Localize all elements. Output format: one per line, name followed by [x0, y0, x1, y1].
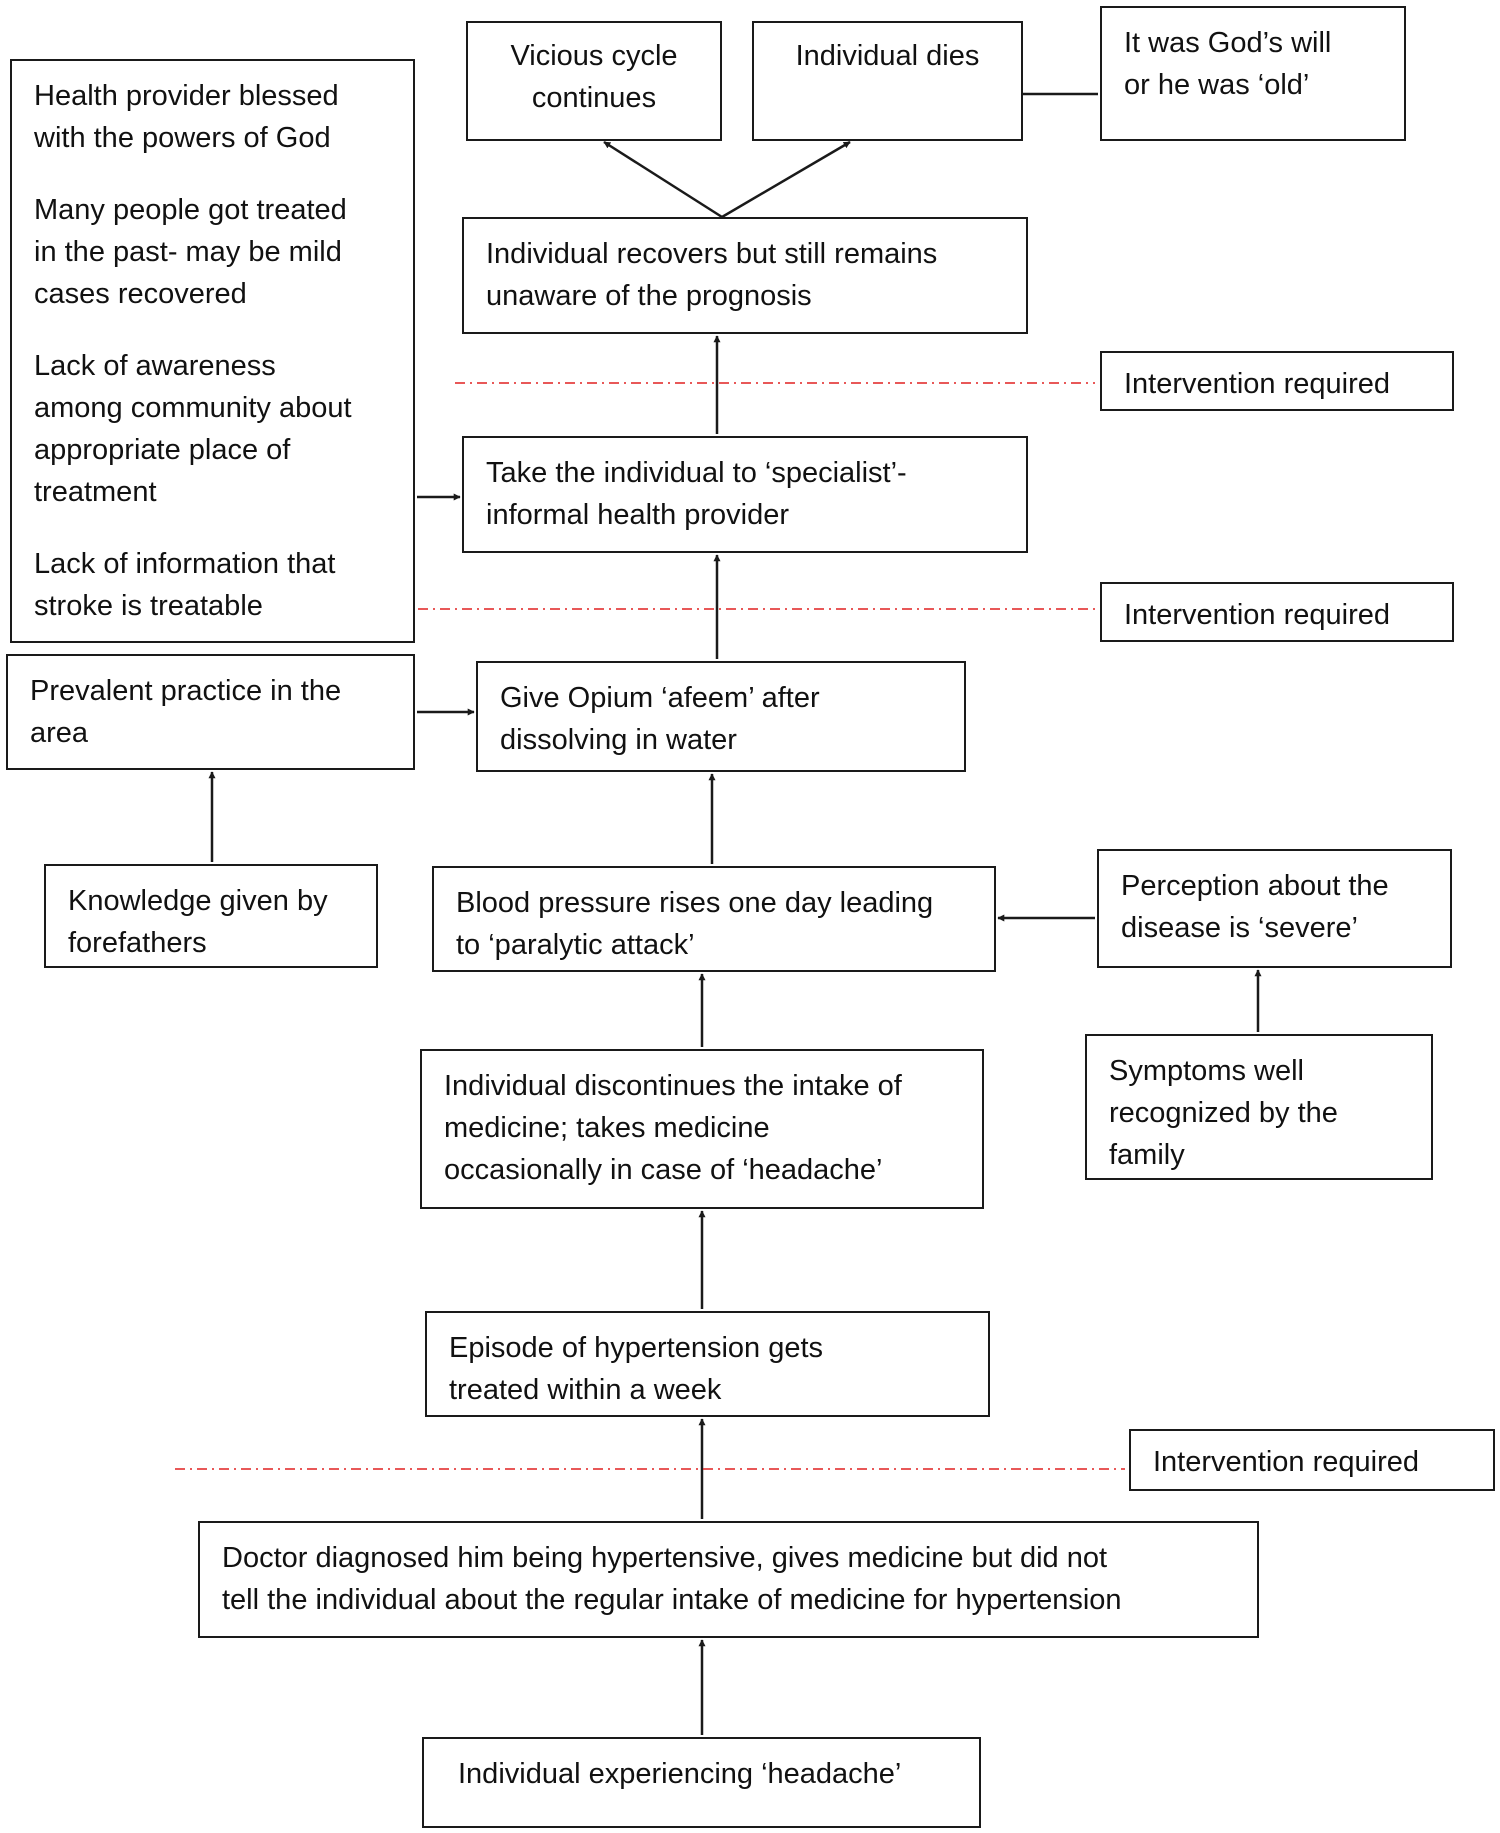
node-episode-treated-text: Episode of hypertension gets treated wit…: [449, 1332, 824, 1406]
intervention-label-2: Intervention required: [1124, 599, 1390, 631]
node-headache-text: Individual experiencing ‘headache’: [458, 1758, 902, 1790]
node-discontinues-text: Individual discontinues the intake of me…: [444, 1070, 902, 1186]
node-prevalent-practice: Prevalent practice in the area: [6, 654, 415, 770]
reason-lack-awareness: Lack of awareness among community about …: [34, 350, 352, 508]
node-specialist: Take the individual to ‘specialist’- inf…: [462, 436, 1028, 553]
arrow-recovers-to-vicious-cycle: [603, 140, 723, 219]
node-opium: Give Opium ‘afeem’ after dissolving in w…: [476, 661, 966, 772]
node-vicious-cycle-text: Vicious cycle continues: [510, 40, 678, 114]
node-vicious-cycle: Vicious cycle continues: [466, 21, 722, 141]
node-opium-text: Give Opium ‘afeem’ after dissolving in w…: [500, 682, 820, 756]
intervention-label-1: Intervention required: [1124, 368, 1390, 400]
reasons-box: Health provider blessed with the powers …: [10, 59, 415, 643]
node-forefathers: Knowledge given by forefathers: [44, 864, 378, 968]
node-episode-treated: Episode of hypertension gets treated wit…: [425, 1311, 990, 1417]
node-recovers: Individual recovers but still remains un…: [462, 217, 1028, 334]
arrow-recovers-to-individual-dies: [721, 140, 851, 219]
node-individual-dies: Individual dies: [752, 21, 1023, 141]
node-symptoms-recognized-text: Symptoms well recognized by the family: [1109, 1055, 1338, 1171]
reason-past-treated: Many people got treated in the past- may…: [34, 194, 347, 310]
node-bp-rises: Blood pressure rises one day leading to …: [432, 866, 996, 972]
node-forefathers-text: Knowledge given by forefathers: [68, 885, 328, 959]
intervention-box-1: Intervention required: [1100, 351, 1454, 411]
reason-blessed: Health provider blessed with the powers …: [34, 80, 339, 154]
node-individual-dies-text: Individual dies: [795, 40, 980, 72]
node-specialist-text: Take the individual to ‘specialist’- inf…: [486, 457, 907, 531]
node-discontinues: Individual discontinues the intake of me…: [420, 1049, 984, 1209]
intervention-box-3: Intervention required: [1129, 1429, 1495, 1491]
node-recovers-text: Individual recovers but still remains un…: [486, 238, 938, 312]
intervention-label-3: Intervention required: [1153, 1446, 1419, 1478]
node-perception-severe-text: Perception about the disease is ‘severe’: [1121, 870, 1389, 944]
node-gods-will: It was God’s will or he was ‘old’: [1100, 6, 1406, 141]
node-headache: Individual experiencing ‘headache’: [422, 1737, 981, 1828]
node-bp-rises-text: Blood pressure rises one day leading to …: [456, 887, 934, 961]
node-doctor-diagnosed: Doctor diagnosed him being hypertensive,…: [198, 1521, 1259, 1638]
node-symptoms-recognized: Symptoms well recognized by the family: [1085, 1034, 1433, 1180]
node-doctor-diagnosed-text: Doctor diagnosed him being hypertensive,…: [222, 1542, 1122, 1616]
node-gods-will-text: It was God’s will or he was ‘old’: [1124, 27, 1332, 101]
node-perception-severe: Perception about the disease is ‘severe’: [1097, 849, 1452, 968]
node-prevalent-practice-text: Prevalent practice in the area: [30, 675, 342, 749]
intervention-box-2: Intervention required: [1100, 582, 1454, 642]
reason-lack-information: Lack of information that stroke is treat…: [34, 548, 336, 622]
